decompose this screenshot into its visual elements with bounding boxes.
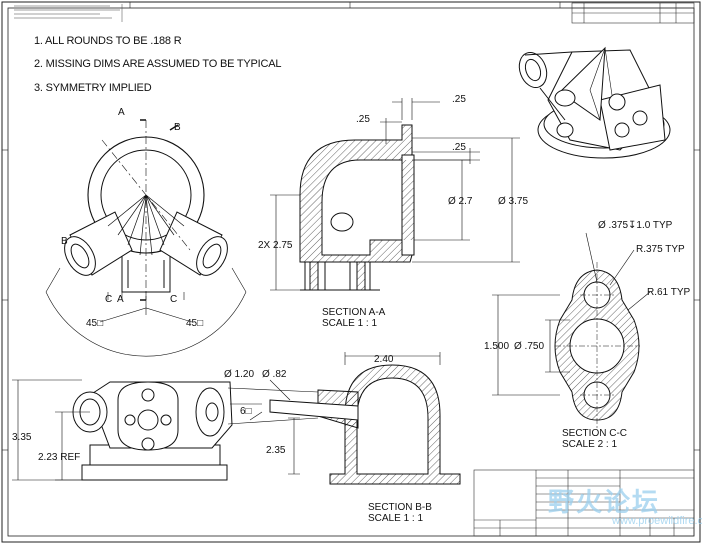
dim-aa-top: .25 (452, 94, 466, 105)
dim-cc-750: Ø .750 (514, 341, 545, 352)
front-view (12, 379, 233, 481)
section-bb-view (227, 352, 461, 485)
dim-cc-holes: Ø .375↧1.0 TYP (598, 220, 673, 231)
section-aa-view (270, 98, 520, 291)
section-aa-title: SECTION A-A (322, 307, 386, 318)
section-marker-c-right: C (170, 294, 178, 305)
note-1: 1. ALL ROUNDS TO BE .188 R (34, 35, 182, 47)
dim-bb-120: Ø 1.20 (224, 369, 255, 380)
dim-front-223: 2.23 REF (38, 452, 81, 463)
section-aa-scale: SCALE 1 : 1 (322, 318, 378, 329)
angle-dim-right: 45□ (186, 318, 204, 329)
section-marker-a-bottom: A (117, 294, 124, 305)
dim-aa-inner-dia: Ø 2.7 (448, 196, 473, 207)
dim-cc-1500: 1.500 (484, 341, 510, 352)
dim-front-335: 3.35 (12, 432, 32, 443)
section-marker-a-top: A (118, 107, 125, 118)
note-2: 2. MISSING DIMS ARE ASSUMED TO BE TYPICA… (34, 58, 282, 70)
dim-aa-right: .25 (452, 142, 466, 153)
dim-aa-left: .25 (356, 114, 370, 125)
section-cc-title: SECTION C-C (562, 428, 627, 439)
dim-bb-angle: 6□ (240, 406, 252, 417)
section-marker-b-top: B (174, 122, 181, 133)
section-bb-scale: SCALE 1 : 1 (368, 513, 424, 524)
dim-bb-240: 2.40 (374, 354, 394, 365)
header-block (14, 4, 123, 22)
dim-bb-82: Ø .82 (262, 369, 287, 380)
section-marker-b-left: B (61, 236, 68, 247)
revision-table (571, 2, 695, 24)
isometric-view (518, 46, 671, 159)
dim-cc-r375: R.375 TYP (636, 244, 685, 255)
angle-dim-left: 45□ (86, 318, 104, 329)
section-marker-c-left: C (105, 294, 113, 305)
dim-aa-height: 2X 2.75 (258, 240, 293, 251)
section-cc-scale: SCALE 2 : 1 (562, 439, 618, 450)
section-cc-view (492, 232, 651, 428)
note-3: 3. SYMMETRY IMPLIED (34, 82, 152, 94)
dim-bb-235: 2.35 (266, 445, 286, 456)
top-view (45, 119, 247, 357)
section-bb-title: SECTION B-B (368, 502, 432, 513)
watermark-logo: 野火论坛 (548, 487, 661, 517)
title-block (473, 469, 695, 537)
dim-cc-r61: R.61 TYP (647, 287, 691, 298)
dim-aa-outer-dia: Ø 3.75 (498, 196, 529, 207)
watermark-url: www.proewildfire.cn (612, 515, 702, 527)
